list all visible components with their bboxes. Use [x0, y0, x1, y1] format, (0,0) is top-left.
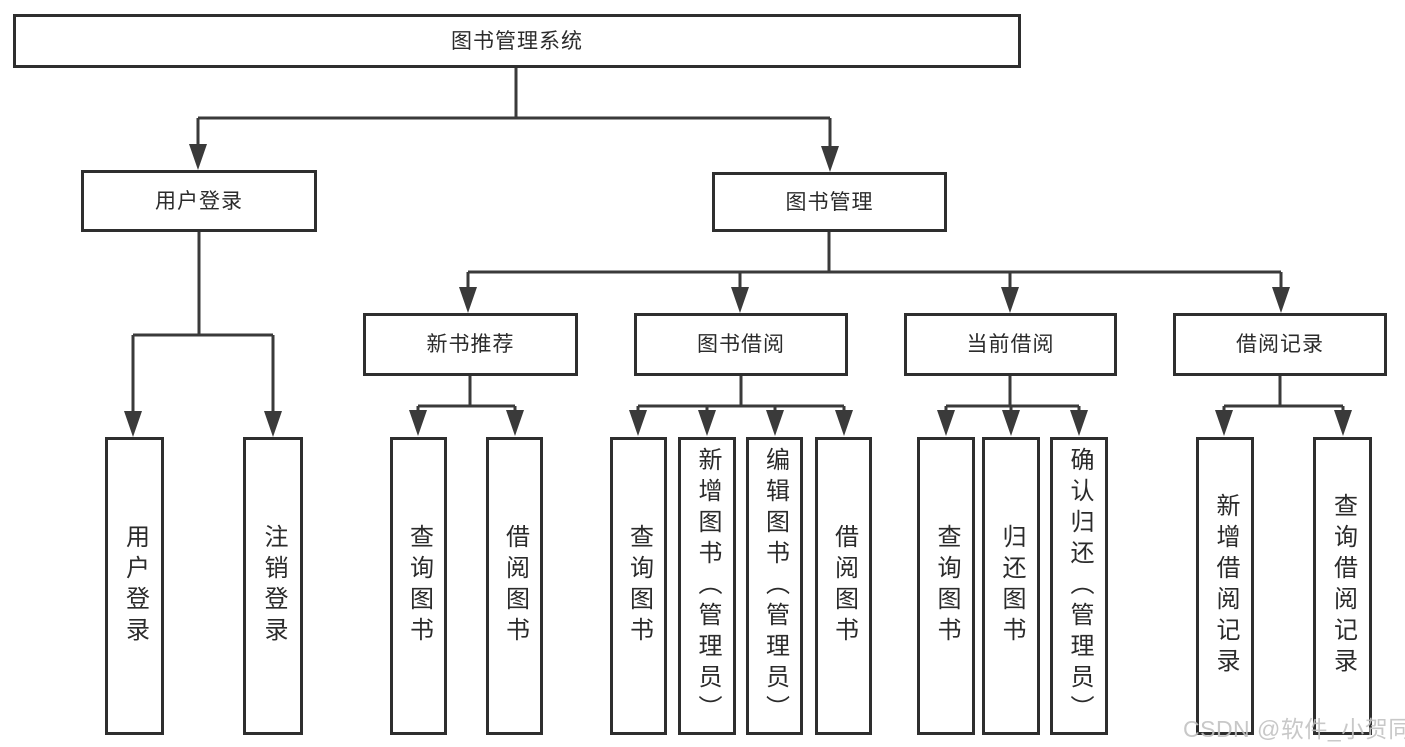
csdn-watermark: CSDN @软件_小贺同学: [1183, 716, 1405, 742]
node-borrow-books-borrowing: 借阅图书: [815, 437, 872, 735]
node-query-books-current: 查询图书: [917, 437, 975, 735]
node-library-management-system: 图书管理系统: [13, 14, 1021, 68]
node-book-management-module: 图书管理: [712, 172, 947, 232]
node-user-login-action: 用户登录: [105, 437, 164, 735]
node-user-login-module: 用户登录: [81, 170, 317, 232]
node-query-books-borrowing: 查询图书: [610, 437, 667, 735]
node-query-books-recommend: 查询图书: [390, 437, 447, 735]
node-add-borrow-record: 新增借阅记录: [1196, 437, 1254, 735]
node-new-book-recommendation: 新书推荐: [363, 313, 578, 376]
node-edit-books-admin: 编辑图书（管理员）: [746, 437, 803, 735]
arrow-heads: [124, 144, 1352, 437]
node-query-borrow-record: 查询借阅记录: [1313, 437, 1372, 735]
node-borrowing-records: 借阅记录: [1173, 313, 1387, 376]
node-confirm-return-admin: 确认归还（管理员）: [1050, 437, 1108, 735]
node-borrow-books-recommend: 借阅图书: [486, 437, 543, 735]
node-add-books-admin: 新增图书（管理员）: [678, 437, 736, 735]
node-return-books: 归还图书: [982, 437, 1040, 735]
node-logout-action: 注销登录: [243, 437, 303, 735]
node-current-borrowing: 当前借阅: [904, 313, 1117, 376]
node-book-borrowing: 图书借阅: [634, 313, 848, 376]
